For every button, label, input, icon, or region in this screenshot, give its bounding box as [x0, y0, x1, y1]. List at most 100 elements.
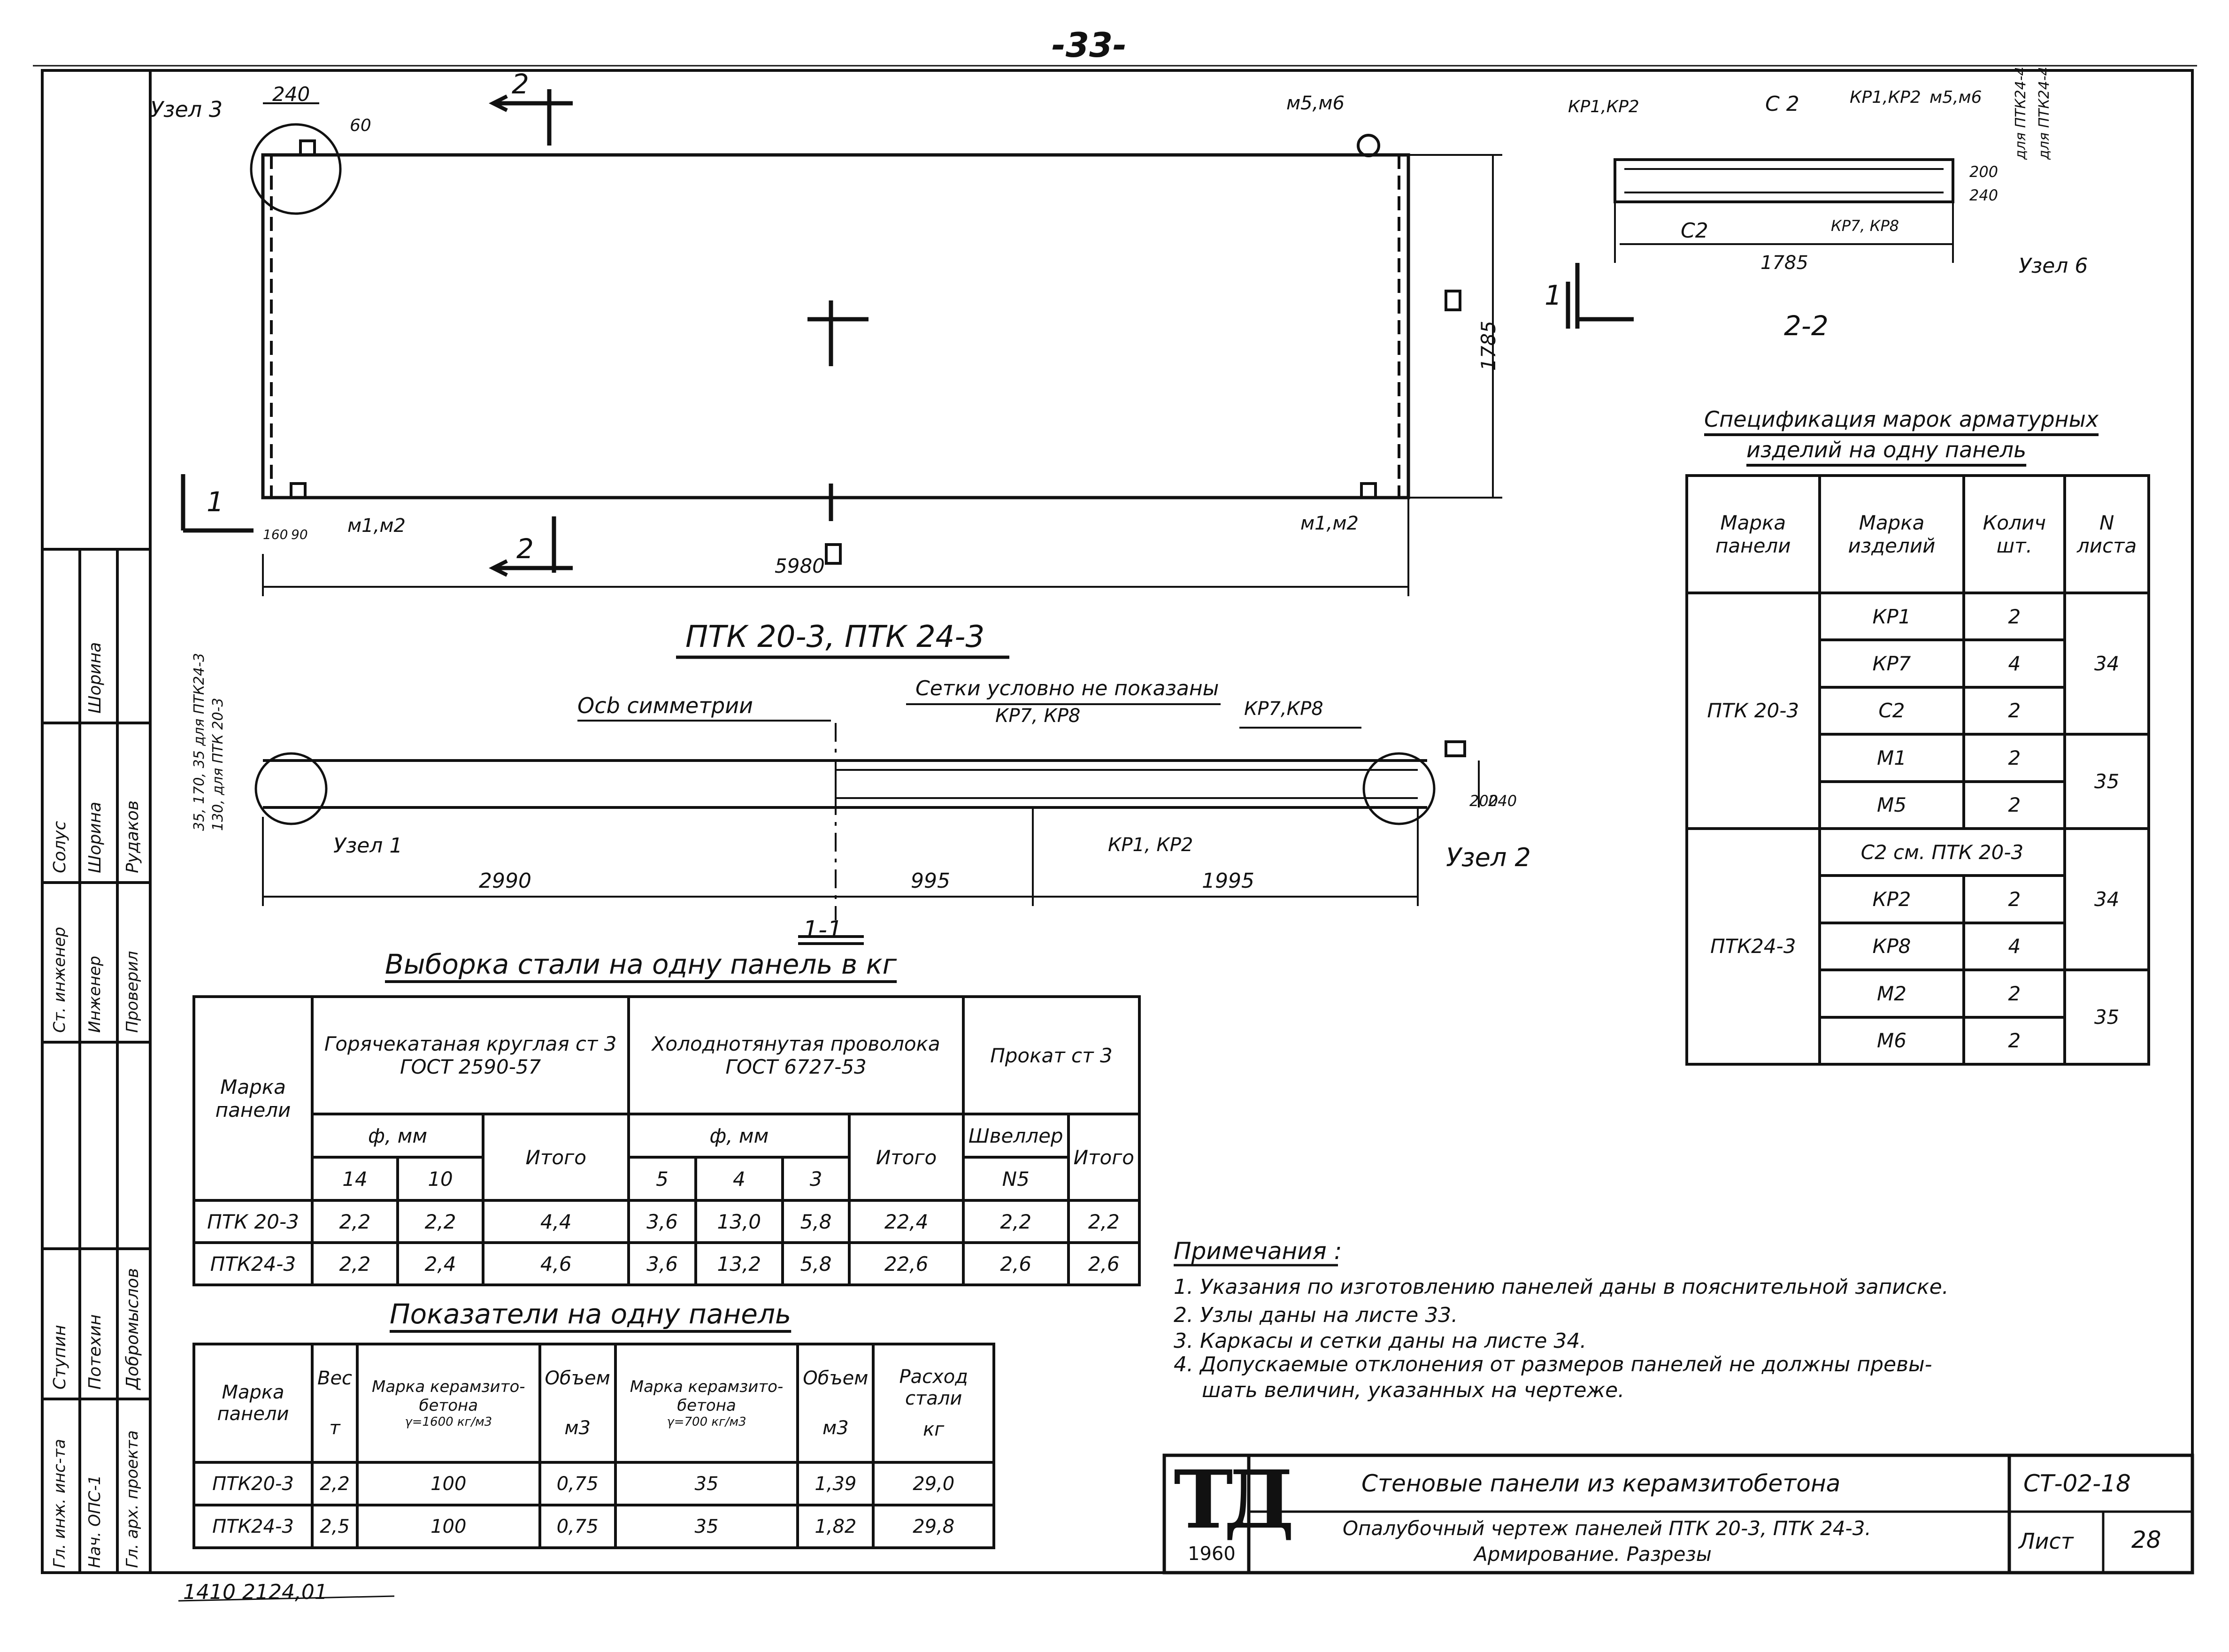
steel-h-phi1: ф, мм: [310, 1113, 485, 1159]
dim-200-11: 200: [1469, 792, 1499, 810]
sec2-bottom-label: 2: [516, 533, 534, 565]
dim-1995: 1995: [1202, 869, 1254, 893]
td-logo: ТД: [1174, 1453, 1295, 1547]
sec1-label: 1: [207, 486, 224, 518]
ind-cell: ПТК20-3: [192, 1461, 314, 1507]
steel-table: Марка панели Горячекатаная круглая ст 3 …: [192, 995, 1141, 1286]
page-number: -33-: [1052, 25, 1127, 65]
steel-h-d14: 14: [310, 1156, 400, 1202]
c2-22-top: С 2: [1765, 92, 1799, 116]
tb-sheet-label: Лист: [2019, 1529, 2074, 1554]
stamp-name-6: Рудаков: [123, 800, 142, 873]
kr1kr2-22-right: КР1,КР2: [1850, 88, 1921, 107]
td-year: 1960: [1188, 1543, 1236, 1565]
steel-h-d3: 3: [781, 1156, 851, 1202]
steel-cell: 2,2: [310, 1199, 400, 1244]
steel-h-n5: N5: [961, 1156, 1070, 1202]
steel-cell: 2,4: [396, 1241, 485, 1286]
note-3: 3. Каркасы и сетки даны на листе 34.: [1174, 1329, 1587, 1353]
steel-cell: 22,4: [848, 1199, 965, 1244]
ind-h-ob-label: Объем: [545, 1368, 610, 1390]
ind-h-ob2-label: Объем: [803, 1368, 869, 1390]
uzel6-label: Узел 6: [2019, 254, 2088, 278]
steel-h-total3: Итого: [1067, 1113, 1141, 1202]
dla24-22b: для ПТК24-4: [2036, 67, 2052, 160]
stamp-name-1: Ступин: [50, 1325, 69, 1390]
ind-cell: 1,39: [796, 1461, 875, 1507]
tb-title: Стеновые панели из керамзитобетона: [1361, 1470, 1841, 1497]
spec-cell: 2: [1962, 591, 2067, 642]
tb-subtitle-1: Опалубочный чертеж панелей ПТК 20-3, ПТК…: [1343, 1517, 1871, 1540]
stamp-role-2: Нач. ОПС-1: [85, 1475, 104, 1568]
spec-cell: М6: [1818, 1015, 1966, 1066]
steel-h-cold: Холоднотянутая проволока ГОСТ 6727-53: [627, 995, 965, 1115]
steel-cell: 2,2: [961, 1199, 1070, 1244]
dim-240-plan: 240: [272, 83, 310, 106]
indicators-title: Показатели на одну панель: [390, 1298, 792, 1330]
ind-cell: ПТК24-3: [192, 1504, 314, 1549]
steel-h-d10: 10: [396, 1156, 485, 1202]
ind-cell: 100: [356, 1461, 541, 1507]
dim-160-plan: 160: [263, 527, 288, 542]
uzel2-label: Узел 2: [1446, 843, 1531, 872]
uzel3-label: Узел 3: [150, 97, 223, 122]
ind-h-panel: Марка панели: [192, 1342, 314, 1464]
spec-title-1: Спецификация марок арматурных: [1704, 407, 2099, 432]
plan-title: ПТК 20-3, ПТК 24-3: [685, 620, 985, 654]
ind-cell: 29,8: [872, 1504, 995, 1549]
stamp-role-6: Проверил: [123, 951, 142, 1033]
steel-h-rolled: Прокат ст 3: [961, 995, 1141, 1115]
spec-cell: 4: [1962, 638, 2067, 689]
spec-cell: 2: [1962, 685, 2067, 736]
section22-title: 2-2: [1784, 310, 1829, 342]
dim-200-22: 200: [1969, 163, 1998, 181]
spec-cell: 2: [1962, 968, 2067, 1019]
steel-cell: 2,2: [1067, 1199, 1141, 1244]
steel-cell: ПТК24-3: [192, 1241, 314, 1286]
steel-cell: 2,6: [961, 1241, 1070, 1286]
m1m2-left: м1,м2: [347, 515, 406, 537]
steel-cell: 5,8: [781, 1199, 851, 1244]
kr1kr2-22-left: КР1,КР2: [1568, 97, 1639, 116]
steel-h-d5: 5: [627, 1156, 697, 1202]
spec-cell: 2: [1962, 1015, 2067, 1066]
steel-h-total1: Итого: [482, 1113, 630, 1202]
sec1-22: 1: [1545, 279, 1562, 311]
ind-h-g1: γ=1600 кг/м3: [405, 1415, 492, 1429]
note-1: 1. Указания по изготовлению панелей даны…: [1174, 1275, 1949, 1299]
ind-h-mk1-label: Марка керамзито-бетона: [372, 1377, 525, 1415]
steel-h-d4: 4: [694, 1156, 784, 1202]
dim-995: 995: [911, 869, 950, 893]
kr7kr8-a: КР7, КР8: [995, 705, 1081, 727]
spec-cell: 2: [1962, 874, 2067, 924]
spec-cell: КР7: [1818, 638, 1966, 689]
steel-cell: 2,2: [396, 1199, 485, 1244]
spec-cell: М1: [1818, 733, 1966, 783]
ind-cell: 0,75: [538, 1504, 617, 1549]
steel-cell: 13,0: [694, 1199, 784, 1244]
dim-5980: 5980: [775, 554, 825, 577]
stamp-name-2: Потехин: [85, 1314, 105, 1390]
steel-h-hot: Горячекатаная круглая ст 3 ГОСТ 2590-57: [310, 995, 630, 1115]
kr7kr8-b: КР7,КР8: [1244, 698, 1323, 720]
spec-cell: КР8: [1818, 921, 1966, 972]
spec-h-sheet: N листа: [2063, 474, 2150, 594]
spec-cell: 2: [1962, 733, 2067, 783]
steel-h-total2: Итого: [848, 1113, 965, 1202]
stamp-name-4: Солус: [50, 821, 69, 873]
side-dims-2: 130, для ПТК 20-3: [210, 698, 226, 831]
spec-cell: КР2: [1818, 874, 1966, 924]
steel-h-panel: Марка панели: [192, 995, 314, 1202]
spec-h-qty: Колич шт.: [1962, 474, 2067, 594]
stamp-role-1: Гл. инж. инс-та: [50, 1439, 69, 1568]
steel-cell: 4,4: [482, 1199, 630, 1244]
dim-60-plan: 60: [350, 116, 371, 135]
stamp-role-5: Инженер: [85, 956, 104, 1033]
axis-label: Осb симметрии: [577, 693, 753, 718]
steel-cell: 22,6: [848, 1241, 965, 1286]
steel-cell: 2,6: [1067, 1241, 1141, 1286]
tb-sheet-no: 28: [2131, 1526, 2161, 1553]
